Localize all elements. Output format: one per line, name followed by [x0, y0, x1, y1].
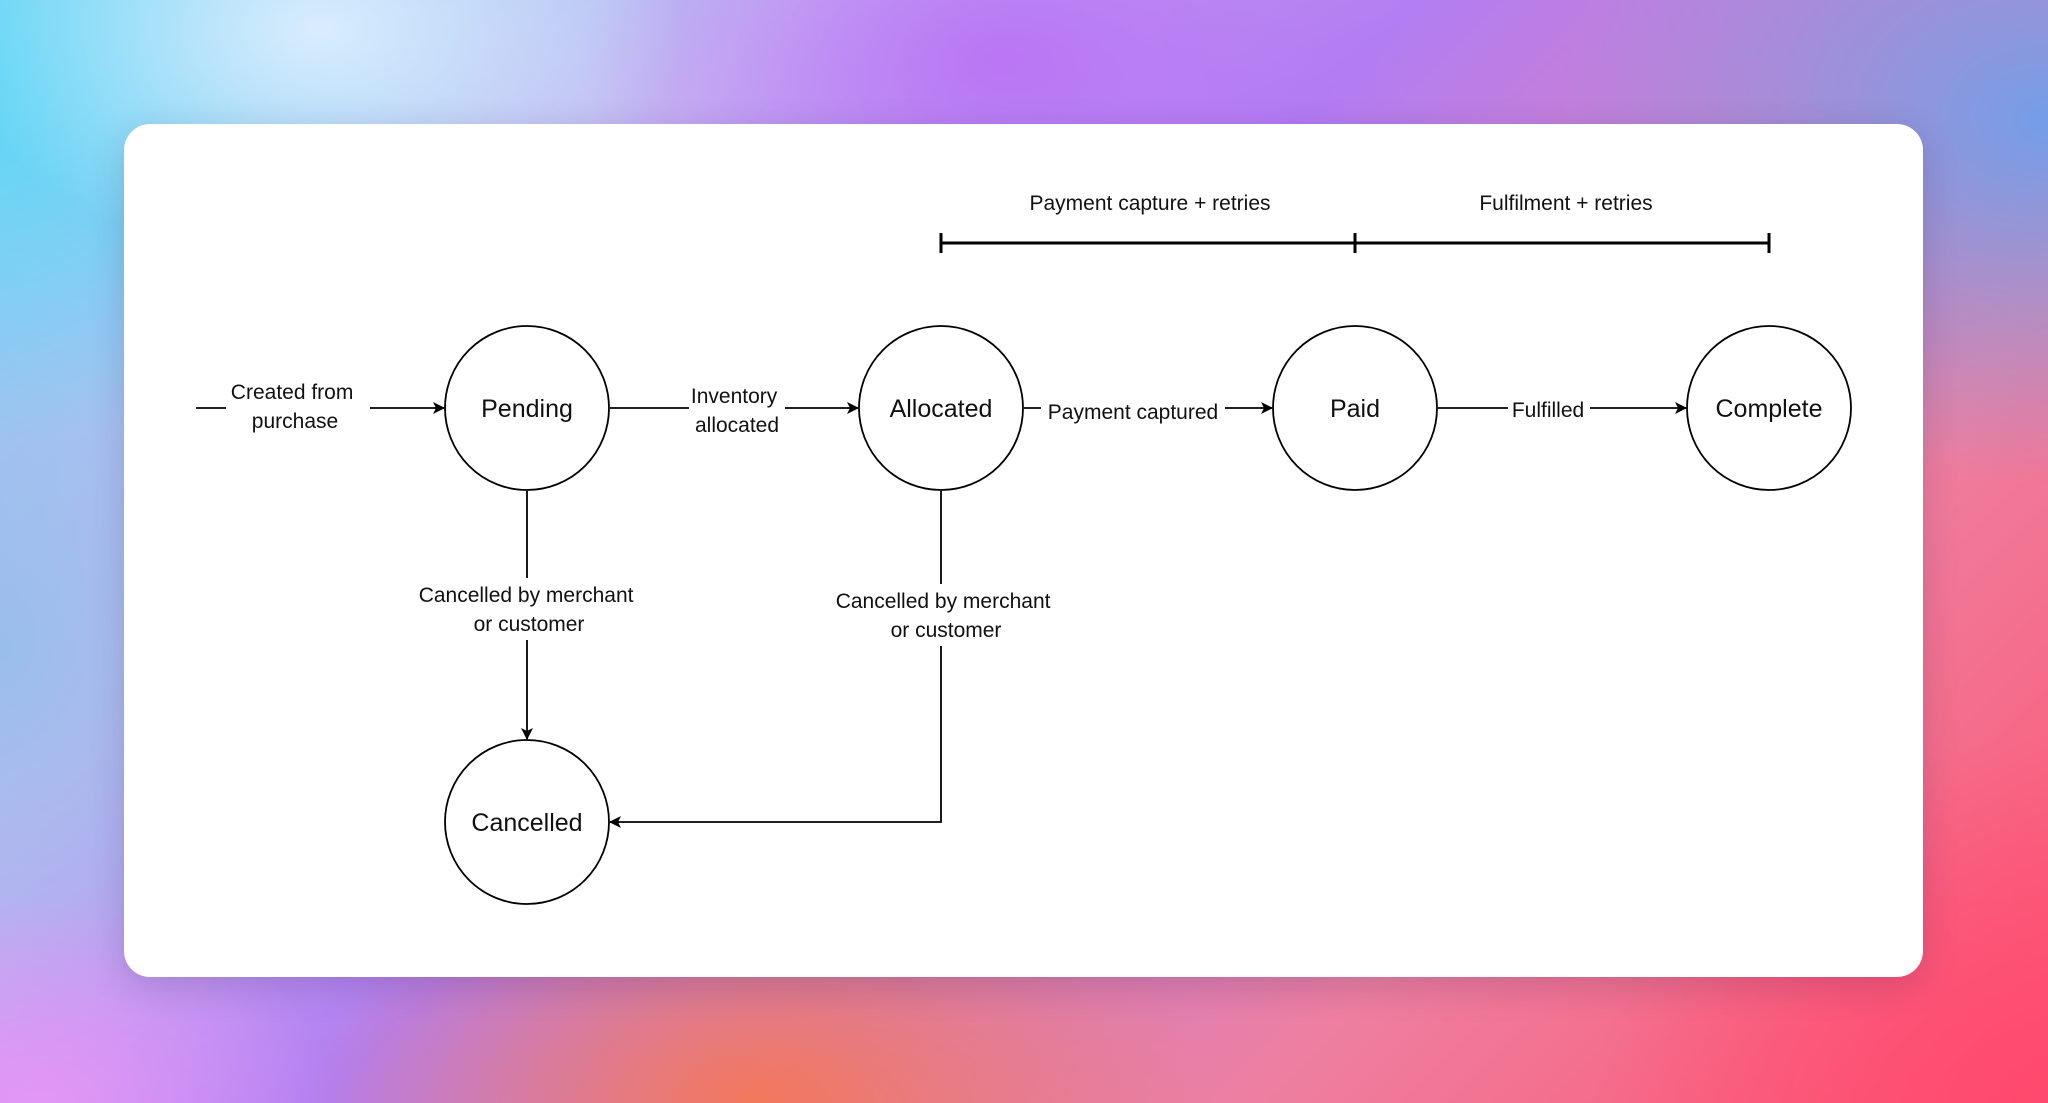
label-cancel-pending-line2: or customer [474, 613, 585, 636]
state-pending-circle [444, 325, 610, 491]
state-allocated: Allocated [858, 325, 1024, 491]
order-state-diagram: Payment capture + retries Fulfilment + r… [196, 192, 1852, 905]
edge-labels: Created from purchase Inventory allocate… [226, 374, 1590, 646]
state-cancelled-circle [444, 739, 610, 905]
state-complete: Complete [1686, 325, 1852, 491]
state-complete-circle [1686, 325, 1852, 491]
label-created-line1: Created from [231, 381, 354, 404]
state-paid: Paid [1272, 325, 1438, 491]
label-bg-cancel-pending [408, 578, 648, 640]
fulfilment-phase-label: Fulfilment + retries [1479, 192, 1652, 215]
state-paid-circle [1272, 325, 1438, 491]
phase-ranges [939, 233, 1771, 253]
label-inventory-allocated: Inventory allocated [691, 385, 783, 437]
label-fulfilled: Fulfilled [1512, 399, 1584, 422]
label-cancel-pending-line1: Cancelled by merchant [419, 584, 634, 607]
label-bg-cancel-allocated [825, 584, 1065, 646]
label-cancel-from-pending: Cancelled by merchant or customer [419, 584, 640, 636]
state-pending: Pending [444, 325, 610, 491]
label-bg-fulfilled [1508, 394, 1590, 424]
label-inventory-line1: Inventory [691, 385, 778, 408]
state-cancelled: Cancelled [444, 739, 610, 905]
state-paid-label: Paid [1330, 395, 1380, 423]
payment-phase-label: Payment capture + retries [1029, 192, 1270, 215]
state-complete-label: Complete [1716, 395, 1823, 423]
label-bg-inventory [689, 377, 785, 439]
label-cancel-from-allocated: Cancelled by merchant or customer [836, 590, 1057, 642]
label-created-line2: purchase [252, 410, 338, 433]
state-allocated-label: Allocated [890, 395, 993, 423]
diagram-card: Payment capture + retries Fulfilment + r… [124, 124, 1923, 977]
label-cancel-allocated-line2: or customer [891, 619, 1002, 642]
label-bg-payment-captured [1041, 395, 1225, 425]
state-cancelled-label: Cancelled [471, 809, 582, 837]
label-inventory-line2: allocated [695, 414, 779, 437]
label-bg-created [226, 374, 370, 436]
state-pending-label: Pending [481, 395, 573, 423]
label-created: Created from purchase [231, 381, 359, 433]
label-payment-captured: Payment captured [1048, 401, 1218, 424]
label-cancel-allocated-line1: Cancelled by merchant [836, 590, 1051, 613]
state-allocated-circle [858, 325, 1024, 491]
edge-cancel-from-allocated [609, 491, 942, 828]
